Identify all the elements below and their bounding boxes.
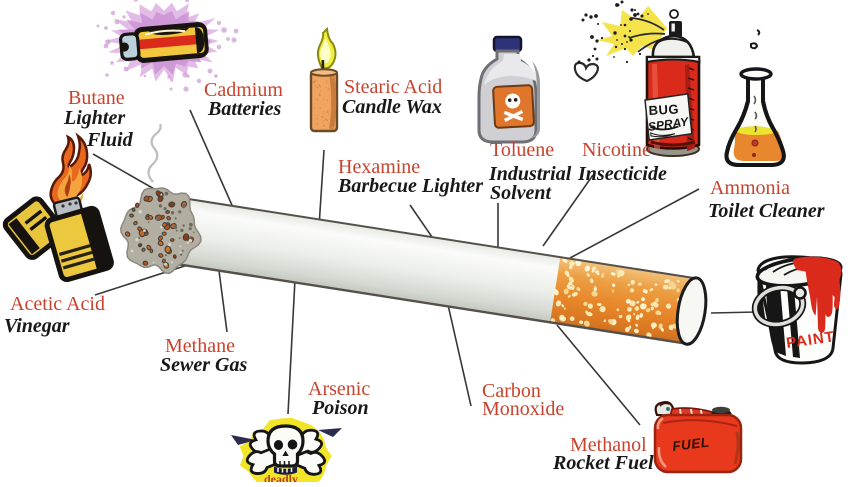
svg-text:Ammonia: Ammonia: [710, 177, 790, 199]
svg-text:PAINT: PAINT: [785, 328, 836, 352]
svg-text:Butane: Butane: [68, 87, 125, 109]
svg-text:Batteries: Batteries: [207, 98, 282, 120]
svg-text:Hexamine: Hexamine: [338, 156, 420, 178]
svg-text:Nicotine: Nicotine: [582, 139, 651, 161]
svg-text:Arsenic: Arsenic: [308, 378, 370, 400]
svg-text:Toluene: Toluene: [490, 139, 554, 161]
svg-text:Rocket Fuel: Rocket Fuel: [552, 452, 654, 474]
svg-text:BUG: BUG: [648, 101, 679, 118]
svg-text:Insecticide: Insecticide: [577, 163, 667, 185]
svg-text:Cadmium: Cadmium: [204, 79, 283, 101]
svg-text:Acetic Acid: Acetic Acid: [10, 293, 105, 315]
svg-text:Barbecue Lighter: Barbecue Lighter: [337, 175, 483, 197]
svg-text:Methane: Methane: [165, 335, 235, 357]
svg-text:Industrial: Industrial: [488, 163, 572, 185]
svg-text:Carbon: Carbon: [482, 380, 541, 402]
svg-text:Lighter: Lighter: [63, 107, 125, 129]
svg-text:deadly: deadly: [264, 472, 298, 482]
svg-text:Monoxide: Monoxide: [482, 398, 564, 420]
svg-text:Sewer Gas: Sewer Gas: [160, 354, 247, 376]
svg-text:Fluid: Fluid: [86, 129, 134, 151]
svg-text:FUEL: FUEL: [672, 435, 711, 454]
svg-text:Methanol: Methanol: [570, 434, 647, 456]
svg-text:Vinegar: Vinegar: [4, 315, 70, 337]
svg-text:Poison: Poison: [311, 397, 369, 419]
svg-text:Stearic Acid: Stearic Acid: [344, 76, 442, 98]
svg-text:Candle Wax: Candle Wax: [342, 96, 442, 118]
svg-text:Solvent: Solvent: [490, 182, 553, 204]
svg-text:Toilet Cleaner: Toilet Cleaner: [708, 200, 825, 222]
